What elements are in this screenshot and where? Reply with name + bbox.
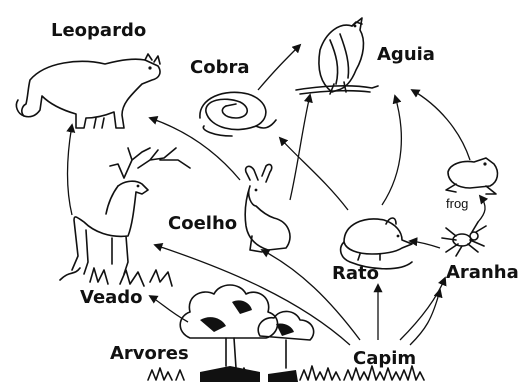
trees-illustration	[180, 285, 313, 368]
label-veado: Veado	[80, 289, 143, 307]
frog-illustration	[446, 158, 497, 194]
label-cobra: Cobra	[190, 59, 249, 77]
arrow-cobra-aguia	[258, 45, 300, 90]
arrow-aranha-frog	[478, 196, 485, 222]
label-leopardo: Leopardo	[51, 22, 146, 40]
label-rato: Rato	[332, 265, 379, 283]
arrow-coelho-leopardo	[150, 118, 240, 180]
arrow-capim-veado	[155, 245, 350, 345]
label-aguia: Aguia	[377, 46, 435, 64]
snake-illustration	[200, 92, 276, 136]
rabbit-illustration	[245, 164, 290, 252]
rat-illustration	[341, 218, 412, 269]
arrow-frog-aguia	[412, 90, 470, 160]
arrow-capim-aranha-2	[410, 290, 440, 345]
label-frog: frog	[446, 197, 468, 210]
arrow-veado-leopardo	[68, 125, 73, 215]
arrow-aranha-rato	[410, 241, 440, 248]
label-coelho: Coelho	[168, 215, 237, 233]
label-aranha: Aranha	[446, 264, 519, 282]
label-capim: Capim	[353, 350, 416, 368]
eagle-illustration	[296, 18, 378, 94]
leopard-illustration	[16, 54, 160, 128]
arrow-coelho-aguia	[290, 95, 310, 200]
arrow-rato-aguia	[382, 96, 401, 205]
spider-illustration	[442, 222, 486, 256]
label-arvores: Arvores	[110, 345, 189, 363]
